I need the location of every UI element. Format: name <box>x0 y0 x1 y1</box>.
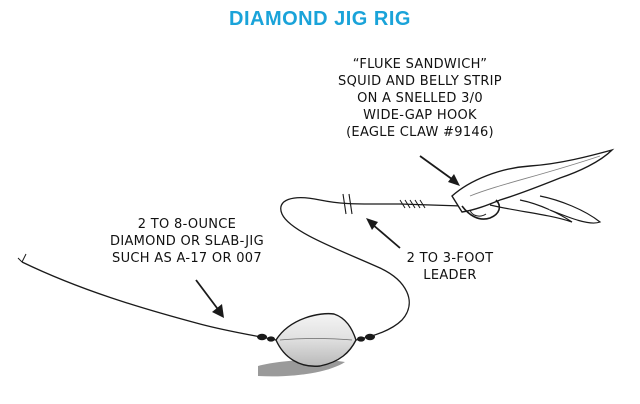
swivel-icon <box>357 333 375 342</box>
bait-label-line: SQUID AND BELLY STRIP <box>338 74 502 89</box>
main-line-tag <box>17 253 27 263</box>
arrow-icon <box>419 155 460 186</box>
arrow-icon <box>366 218 401 249</box>
jig-label-line: DIAMOND OR SLAB-JIG <box>110 234 264 249</box>
main-line <box>21 261 277 341</box>
squid-bait-icon <box>451 148 615 224</box>
leader-cut-mark <box>342 193 353 215</box>
hook-shank <box>399 203 463 207</box>
diamond-jig-icon <box>275 312 357 367</box>
diagram-title: DIAMOND JIG RIG <box>229 8 411 30</box>
arrow-icon <box>195 279 224 318</box>
bait-label-line: “FLUKE SANDWICH” <box>352 57 488 72</box>
leader-label-line: LEADER <box>423 268 477 283</box>
swivel-icon <box>257 333 275 342</box>
bait-label-line: (EAGLE CLAW #9146) <box>346 125 494 140</box>
jig-label-line: 2 TO 8-OUNCE <box>137 217 237 232</box>
bait-label-line: ON A SNELLED 3/0 <box>357 91 483 106</box>
jig-label: 2 TO 8-OUNCE DIAMOND OR SLAB-JIG SUCH AS… <box>82 216 292 267</box>
leader-label-line: 2 TO 3-FOOT <box>406 251 494 266</box>
leader-label: 2 TO 3-FOOT LEADER <box>380 250 520 284</box>
bait-label-line: WIDE-GAP HOOK <box>363 108 477 123</box>
jig-label-line: SUCH AS A-17 OR 007 <box>112 251 262 266</box>
bait-label: “FLUKE SANDWICH” SQUID AND BELLY STRIP O… <box>300 56 540 141</box>
leader-line <box>280 197 410 341</box>
